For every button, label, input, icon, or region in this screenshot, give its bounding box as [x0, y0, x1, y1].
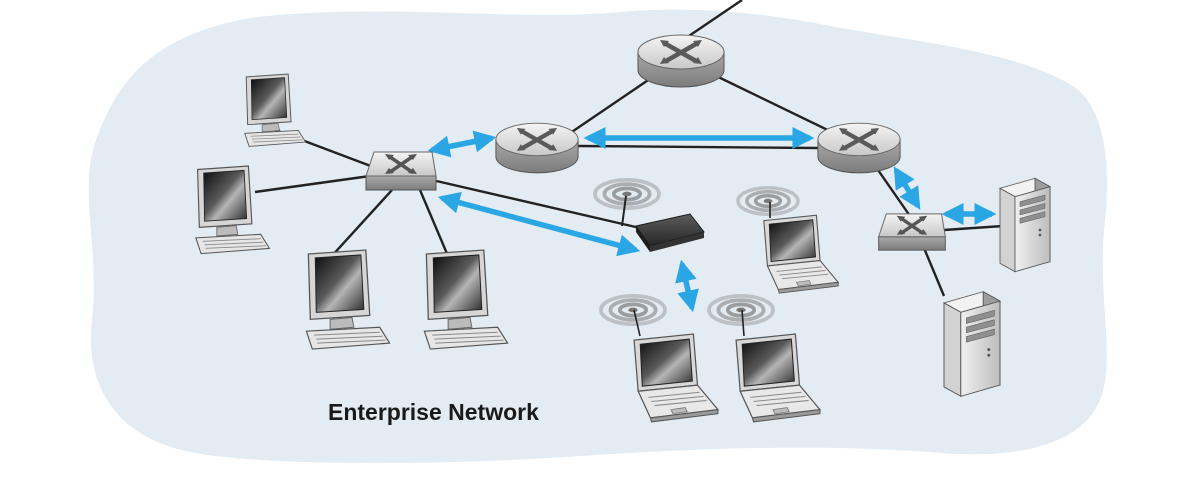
link-switch-left-desktop-3 [329, 189, 393, 259]
arrow-switch-left-router-left [427, 130, 497, 158]
arrow-switch-left-access-point [437, 191, 641, 257]
arrow-router-right-switch-right [893, 166, 921, 210]
switch-left [364, 150, 438, 192]
server-1 [999, 177, 1051, 273]
router-top [638, 35, 724, 87]
switch-right [876, 212, 948, 252]
link-switch-right-server-1 [943, 224, 1004, 232]
arrow-access-point-laptop [675, 259, 699, 313]
link-switch-right-server-2 [922, 247, 946, 297]
router-left [496, 123, 578, 173]
link-internet-uplink [682, 0, 743, 41]
laptop-1-signal-icon [736, 185, 800, 217]
link-router-top-router-right [707, 70, 841, 138]
access-point-signal-icon [593, 177, 661, 211]
diagram-caption: Enterprise Network [328, 399, 539, 425]
traffic-arrows [427, 127, 997, 313]
router-right [818, 123, 900, 173]
link-router-top-router-left [559, 71, 661, 141]
server-2 [943, 291, 1001, 397]
link-switch-left-desktop-2 [254, 174, 371, 194]
laptop-2-signal-icon [599, 293, 667, 327]
wireless-access-point [593, 177, 705, 252]
laptop-3-signal-icon [707, 293, 775, 327]
